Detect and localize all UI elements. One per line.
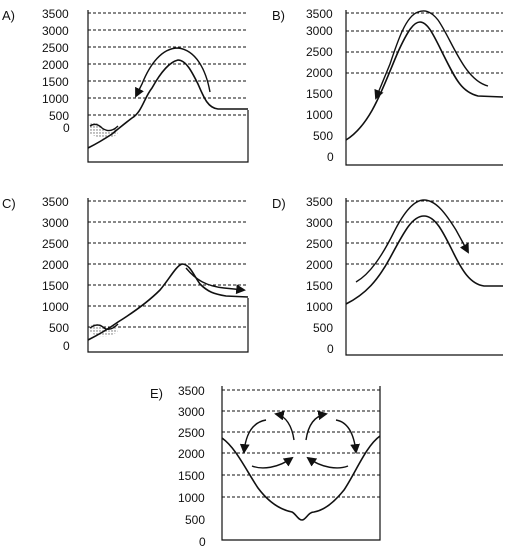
panel-b-frame bbox=[345, 10, 503, 166]
panel-b-airflow-arrow bbox=[374, 10, 489, 100]
panel-b-tick-2500: 2500 bbox=[306, 45, 333, 59]
panel-e-tick-0: 0 bbox=[199, 535, 206, 549]
panel-c-tick-1500: 1500 bbox=[42, 279, 69, 293]
panel-b-terrain bbox=[345, 21, 504, 141]
panel-c-ticks: 3500 3000 2500 2000 1500 1000 500 0 bbox=[42, 195, 70, 353]
panel-d-airflow-arrow bbox=[355, 199, 469, 283]
panel-b: B) 3500 3000 2500 2000 1500 1000 500 0 bbox=[272, 7, 504, 166]
panel-e-frame bbox=[221, 386, 381, 541]
panel-a-tick-2500: 2500 bbox=[42, 41, 69, 55]
panel-b-gridlines bbox=[346, 12, 503, 74]
panel-d-tick-1500: 1500 bbox=[306, 279, 333, 293]
panel-c-tick-2000: 2000 bbox=[42, 258, 69, 272]
panel-c-gridlines bbox=[88, 200, 248, 328]
panel-e-arrow-down-right bbox=[335, 419, 361, 454]
panel-e-ticks: 3500 3000 2500 2000 1500 1000 500 0 bbox=[178, 384, 206, 549]
panel-d-tick-3500: 3500 bbox=[306, 195, 333, 209]
panel-e-arrow-up-left bbox=[274, 410, 295, 441]
panel-d-tick-1000: 1000 bbox=[306, 300, 333, 314]
panel-c-ocean bbox=[90, 323, 118, 337]
panel-d-frame bbox=[345, 198, 503, 356]
panel-a-ticks: 3500 3000 2500 2000 1500 1000 500 0 bbox=[42, 7, 70, 135]
panel-d: D) 3500 3000 2500 2000 1500 1000 500 0 bbox=[272, 195, 503, 356]
panel-e-tick-1500: 1500 bbox=[178, 469, 205, 483]
panel-c-tick-500: 500 bbox=[49, 321, 69, 335]
panel-c: C) 3500 3000 2500 2000 1500 1000 500 0 bbox=[2, 195, 249, 353]
panel-a-terrain bbox=[87, 59, 248, 149]
panel-e-arrow-in-left bbox=[251, 456, 294, 469]
panel-a-tick-1000: 1000 bbox=[42, 92, 69, 106]
panel-b-tick-2000: 2000 bbox=[306, 66, 333, 80]
panel-e-tick-3500: 3500 bbox=[178, 384, 205, 398]
panel-b-tick-3500: 3500 bbox=[306, 7, 333, 21]
panel-e-tick-500: 500 bbox=[185, 513, 205, 527]
panel-a-label: A) bbox=[2, 8, 15, 23]
panel-c-tick-2500: 2500 bbox=[42, 237, 69, 251]
panel-a-tick-3000: 3000 bbox=[42, 24, 69, 38]
panel-e-label: E) bbox=[150, 386, 163, 401]
panel-b-tick-0: 0 bbox=[327, 150, 334, 164]
panel-b-tick-500: 500 bbox=[313, 129, 333, 143]
panel-d-label: D) bbox=[272, 196, 286, 211]
panel-c-label: C) bbox=[2, 196, 16, 211]
panel-a-wave bbox=[89, 123, 119, 132]
panel-b-tick-1500: 1500 bbox=[306, 87, 333, 101]
panel-e-arrow-down-left bbox=[239, 419, 267, 454]
panel-d-ticks: 3500 3000 2500 2000 1500 1000 500 0 bbox=[306, 195, 334, 356]
panel-a-tick-500: 500 bbox=[49, 109, 69, 123]
panel-d-tick-500: 500 bbox=[313, 321, 333, 335]
panel-e-valley bbox=[221, 435, 381, 521]
panel-c-tick-0: 0 bbox=[63, 339, 70, 353]
panel-c-tick-1000: 1000 bbox=[42, 300, 69, 314]
panel-b-ticks: 3500 3000 2500 2000 1500 1000 500 0 bbox=[306, 7, 334, 164]
panel-a-airflow-arrow bbox=[135, 47, 211, 98]
panel-d-tick-2500: 2500 bbox=[306, 237, 333, 251]
panel-c-wave bbox=[89, 323, 119, 331]
panel-e-tick-1000: 1000 bbox=[178, 491, 205, 505]
panel-a-tick-0: 0 bbox=[63, 121, 70, 135]
panel-c-tick-3000: 3000 bbox=[42, 216, 69, 230]
panel-d-tick-3000: 3000 bbox=[306, 216, 333, 230]
panel-a-tick-2000: 2000 bbox=[42, 58, 69, 72]
panel-b-label: B) bbox=[272, 8, 285, 23]
panel-a-frame bbox=[87, 10, 249, 163]
panel-a-tick-1500: 1500 bbox=[42, 75, 69, 89]
panel-c-airflow-arrow bbox=[185, 267, 246, 295]
panel-e: E) 3500 3000 2500 2000 1500 1000 500 0 bbox=[150, 384, 381, 549]
panel-d-terrain bbox=[345, 215, 503, 305]
panel-d-tick-0: 0 bbox=[327, 342, 334, 356]
panel-a: A) 3500 3000 2500 2000 1500 1000 500 0 bbox=[2, 7, 249, 163]
panel-e-tick-2500: 2500 bbox=[178, 426, 205, 440]
panel-e-circulation-arrows bbox=[239, 410, 361, 469]
panel-e-arrow-in-right bbox=[306, 456, 349, 469]
panel-a-gridlines bbox=[88, 12, 248, 116]
panel-e-tick-2000: 2000 bbox=[178, 447, 205, 461]
panel-a-tick-3500: 3500 bbox=[42, 7, 69, 21]
panel-d-tick-2000: 2000 bbox=[306, 258, 333, 272]
panel-c-tick-3500: 3500 bbox=[42, 195, 69, 209]
panel-d-gridlines bbox=[346, 200, 503, 265]
panel-b-tick-3000: 3000 bbox=[306, 24, 333, 38]
panel-e-tick-3000: 3000 bbox=[178, 405, 205, 419]
panel-c-frame bbox=[87, 198, 249, 353]
panel-c-terrain bbox=[87, 263, 249, 341]
panel-b-tick-1000: 1000 bbox=[306, 108, 333, 122]
panel-e-arrow-up-right bbox=[305, 410, 328, 441]
